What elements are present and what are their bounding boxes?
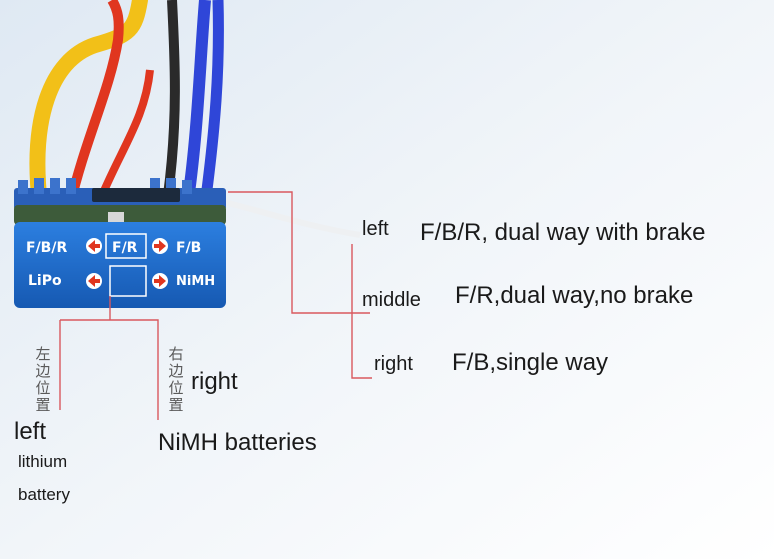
case-label-fbr: F/B/R <box>26 240 67 256</box>
jumper-box <box>109 265 147 297</box>
black-wire <box>163 0 180 196</box>
case-label-fr: F/R <box>112 240 138 256</box>
jumper-right-line1: NiMH batteries <box>158 429 317 456</box>
fr-box <box>105 233 147 259</box>
red-wire-2 <box>94 69 154 207</box>
jumper-left-line1: lithium <box>18 452 68 471</box>
switch-left-description: F/B/R, dual way with brake <box>420 219 706 246</box>
case-label-lipo: LiPo <box>28 273 62 289</box>
switch-slot <box>92 188 180 202</box>
case-label-nimh: NiMH <box>176 274 215 289</box>
arrow-left-icon <box>86 273 102 289</box>
arrow-left-icon <box>86 238 102 254</box>
switch-left-label: left <box>362 218 389 240</box>
jumper-left-line2: battery <box>18 485 70 504</box>
switch-middle-description: F/R,dual way,no brake <box>455 282 694 309</box>
cn-right-position-label: 右边位置 <box>168 345 184 414</box>
switch-right-label: right <box>374 353 413 375</box>
yellow-wire <box>29 0 148 213</box>
arrow-right-icon <box>152 273 168 289</box>
esc-case <box>14 222 226 308</box>
arrow-right-icon <box>152 238 168 254</box>
cn-left-position-label: 左边位置 <box>35 345 51 414</box>
blue-wire <box>182 0 224 206</box>
leader-lines <box>59 191 372 420</box>
red-wire <box>65 0 124 207</box>
jumper-left-label: left <box>14 418 47 445</box>
switch-right-description: F/B,single way <box>452 349 609 376</box>
jumper-right-label: right <box>191 368 238 395</box>
switch-middle-label: middle <box>362 289 421 311</box>
white-wire <box>214 197 361 238</box>
case-label-fb: F/B <box>176 240 201 256</box>
